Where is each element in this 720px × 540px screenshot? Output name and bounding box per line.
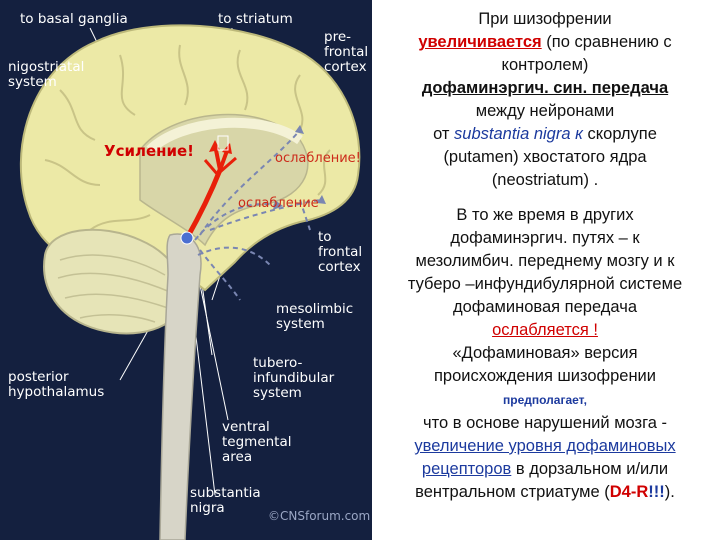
emphasis-receptor-increase: увеличение уровня дофаминовых [414,437,676,455]
brain-dopamine-diagram: to basal ganglia to striatum nigostriata… [0,0,372,540]
cortex-folds [44,44,331,231]
label-substantia-nigra: substantia nigra [190,485,261,516]
emphasis-increases: увеличивается [418,33,542,51]
corpus-callosum [146,117,303,154]
label-to-frontal-cortex: to frontal cortex [318,229,363,275]
text-line: При шизофрении [478,10,612,28]
emphasis-weakens: ослабляется ! [492,321,598,339]
emphasis-d4r: D4-R [609,483,649,501]
annotation-weakening-2: ослабление [238,196,319,211]
emphasis-receptors: рецепторов [421,460,512,478]
label-ventral-tegmental-area: ventral tegmental area [222,419,292,465]
label-to-striatum: to striatum [218,11,293,27]
label-mesolimbic-system: mesolimbic system [276,301,354,332]
nigrostriatal-pathway [180,135,237,245]
latin-substantia-nigra: substantia nigra к [454,125,583,143]
label-nigostriatal-system: nigostriatal system [8,59,85,90]
brain-illustration [19,24,361,540]
annotation-weakening-1: ослабление! [275,151,361,166]
dashed-pathways [194,129,321,301]
paragraph-1: При шизофрении увеличивается (по сравнен… [418,10,672,189]
small-suggests: предполагает, [503,393,587,407]
label-tuberoinfundibular-system: tubero- infundibular system [253,355,335,401]
emphasis-dopamine-transmission: дофаминэргич. син. передача [421,79,669,97]
label-to-basal-ganglia: to basal ganglia [20,11,128,27]
label-posterior-hypothalamus: posterior hypothalamus [8,369,105,400]
explanatory-text: При шизофрении увеличивается (по сравнен… [375,0,715,504]
copyright: ©CNSforum.com [268,509,371,523]
annotation-increase: Усиление! [104,142,195,160]
paragraph-2: В то же время в других дофаминэргич. пут… [407,206,683,501]
label-prefrontal-cortex: pre- frontal cortex [324,29,369,75]
brainstem [159,233,202,540]
